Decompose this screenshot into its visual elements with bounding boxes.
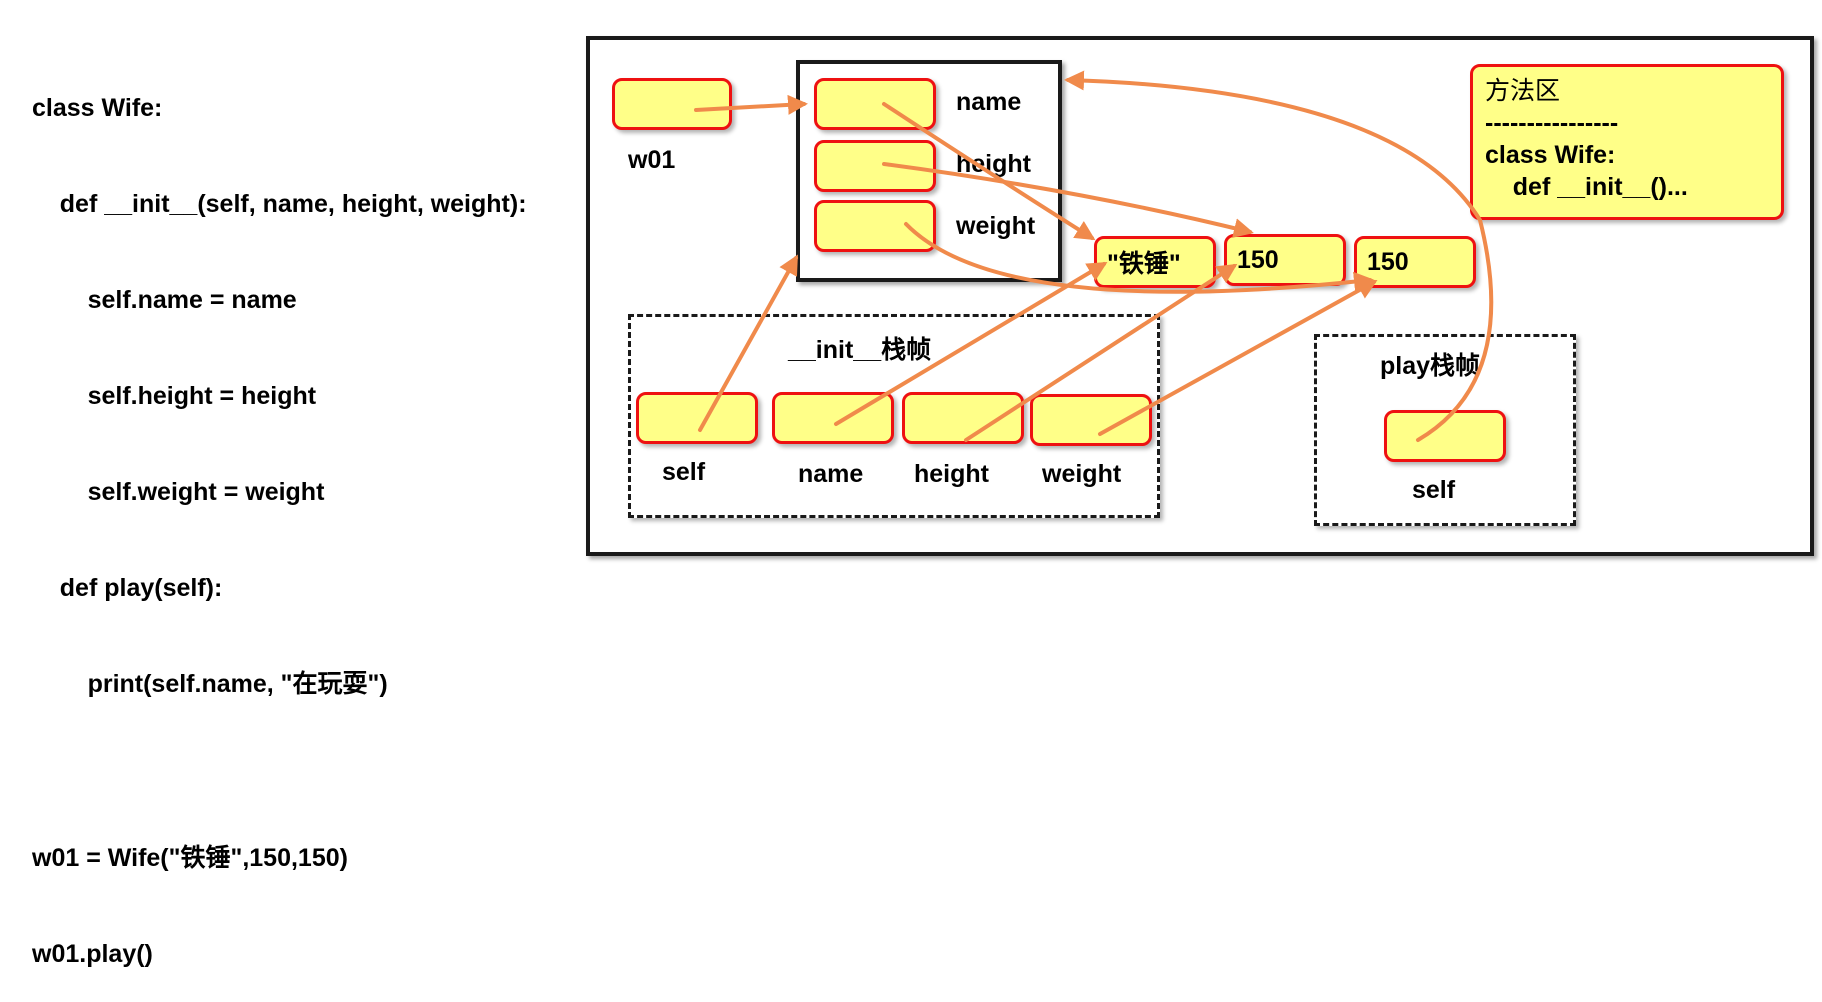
object-height-label: height <box>956 150 1031 178</box>
init-frame-title: __init__栈帧 <box>788 336 932 364</box>
w01-label: w01 <box>628 146 676 174</box>
method-area-def: def __init__()... <box>1485 173 1688 201</box>
code-line: self.name = name <box>32 286 297 314</box>
init-name-cell <box>772 392 894 444</box>
code-line: class Wife: <box>32 94 163 122</box>
code-line: def play(self): <box>32 574 223 602</box>
code-line: w01 = Wife("铁锤",150,150) <box>32 844 348 872</box>
play-frame-title: play栈帧 <box>1380 352 1481 380</box>
w01-cell <box>612 78 732 130</box>
code-line: self.weight = weight <box>32 478 325 506</box>
object-height-cell <box>814 140 936 192</box>
object-weight-cell <box>814 200 936 252</box>
init-height-label: height <box>914 460 989 488</box>
init-weight-label: weight <box>1042 460 1122 488</box>
init-weight-cell <box>1030 394 1152 446</box>
init-self-cell <box>636 392 758 444</box>
play-self-label: self <box>1412 476 1456 504</box>
object-name-label: name <box>956 88 1022 116</box>
code-line: self.height = height <box>32 382 317 410</box>
source-code: class Wife: def __init__(self, name, hei… <box>32 28 527 1002</box>
method-area-title: 方法区 <box>1485 77 1561 105</box>
code-line: def __init__(self, name, height, weight)… <box>32 190 527 218</box>
init-self-label: self <box>662 458 706 486</box>
init-height-cell <box>902 392 1024 444</box>
value-tiechui: "铁锤" <box>1094 236 1216 288</box>
object-weight-label: weight <box>956 212 1036 240</box>
object-name-cell <box>814 78 936 130</box>
code-line: w01.play() <box>32 940 153 968</box>
play-self-cell <box>1384 410 1506 462</box>
init-name-label: name <box>798 460 864 488</box>
value-150-b: 150 <box>1354 236 1476 288</box>
method-area-class: class Wife: <box>1485 141 1616 169</box>
value-150-a: 150 <box>1224 234 1346 286</box>
code-line: print(self.name, "在玩耍") <box>32 670 388 698</box>
method-area-divider: ---------------- <box>1485 109 1619 137</box>
method-area: 方法区 ---------------- class Wife: def __i… <box>1470 64 1784 220</box>
memory-frame <box>586 36 1814 556</box>
